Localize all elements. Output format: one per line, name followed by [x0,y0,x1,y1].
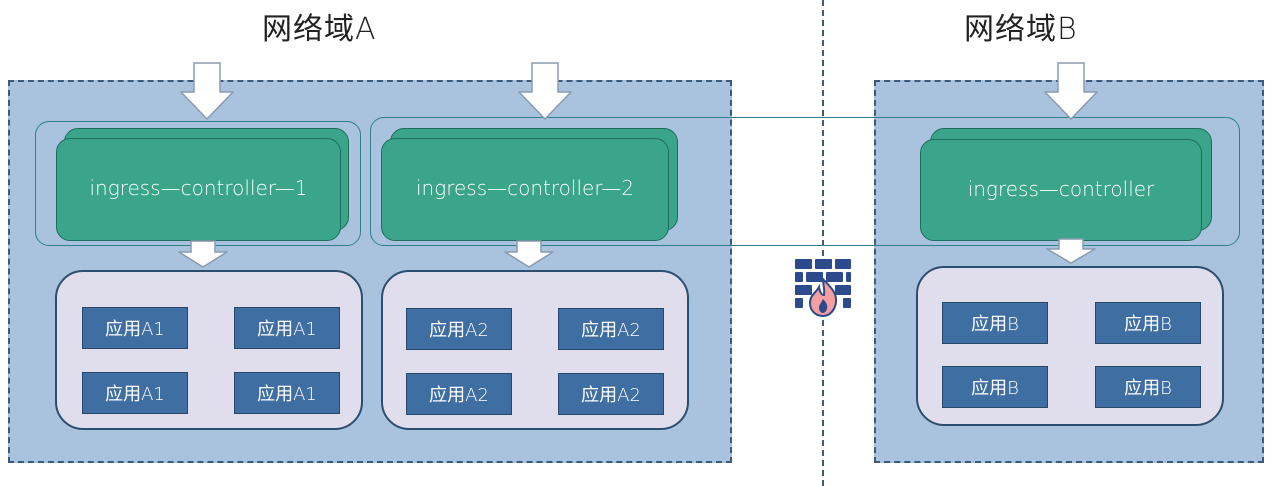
app-a1-3: 应用A1 [82,372,188,414]
app-a2-1: 应用A2 [406,308,512,350]
domain-b-title: 网络域B [964,12,1078,47]
app-a1-4: 应用A1 [234,372,340,414]
arrow-down-icon [518,62,572,120]
firewall-icon [794,257,852,319]
arrow-down-icon [1044,62,1098,120]
domain-divider [822,0,824,486]
app-b-4: 应用B [1095,366,1201,408]
controller-b [920,139,1202,241]
app-a2-4: 应用A2 [558,373,664,415]
controller-group-2 [370,117,1240,246]
app-a2-2: 应用A2 [558,308,664,350]
controller-b-label: ingress—controller [967,177,1155,201]
app-b-2: 应用B [1095,302,1201,344]
arrow-down-icon [504,240,554,268]
app-b-1: 应用B [942,302,1048,344]
controller-1 [56,138,341,241]
domain-a-title: 网络域A [262,12,377,47]
app-a2-3: 应用A2 [406,373,512,415]
arrow-down-icon [180,62,234,120]
app-a1-1: 应用A1 [82,307,188,349]
arrow-down-icon [1046,238,1096,264]
app-b-3: 应用B [942,366,1048,408]
controller-2-label: ingress—controller—2 [415,176,635,200]
arrow-down-icon [178,240,228,268]
controller-1-label: ingress—controller—1 [89,176,308,200]
app-a1-2: 应用A1 [234,307,340,349]
controller-2 [381,138,669,241]
